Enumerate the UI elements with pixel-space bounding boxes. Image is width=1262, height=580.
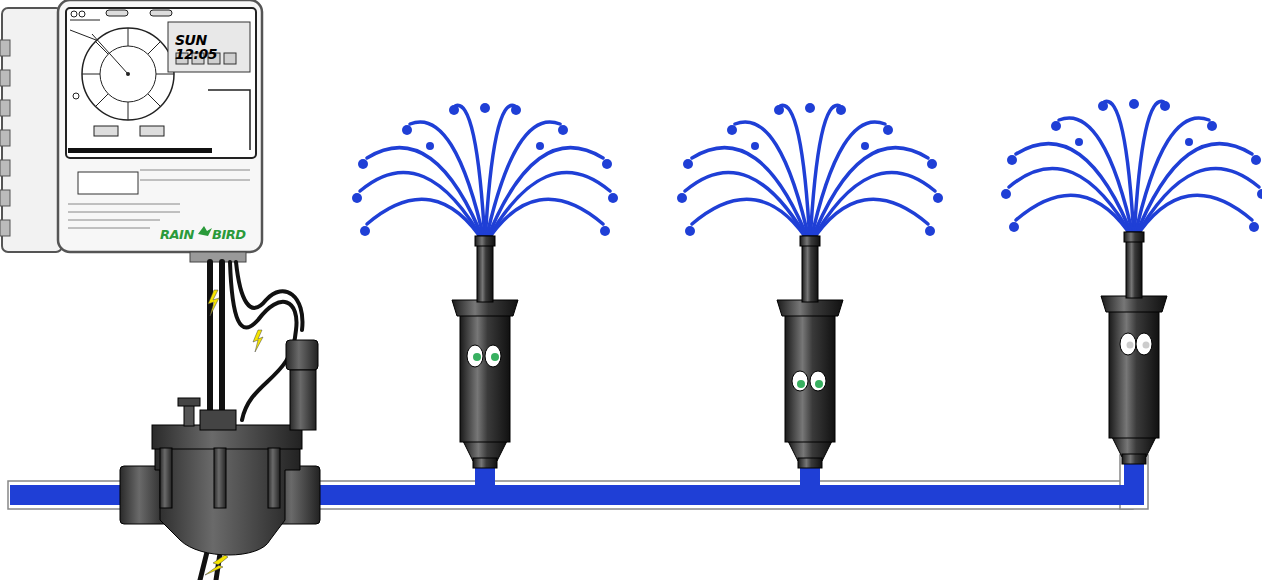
display-readout: SUN 12:05 (175, 33, 249, 61)
solenoid-valve (120, 340, 320, 555)
logo-bird (198, 226, 212, 236)
brand-logo: RAIN (160, 228, 200, 241)
brand-logo: BIRD (212, 228, 254, 241)
sprinkler-head (677, 103, 943, 486)
sprinkler-head (1001, 99, 1262, 482)
irrigation-controller (0, 0, 262, 262)
sprinkler-head (352, 103, 618, 486)
